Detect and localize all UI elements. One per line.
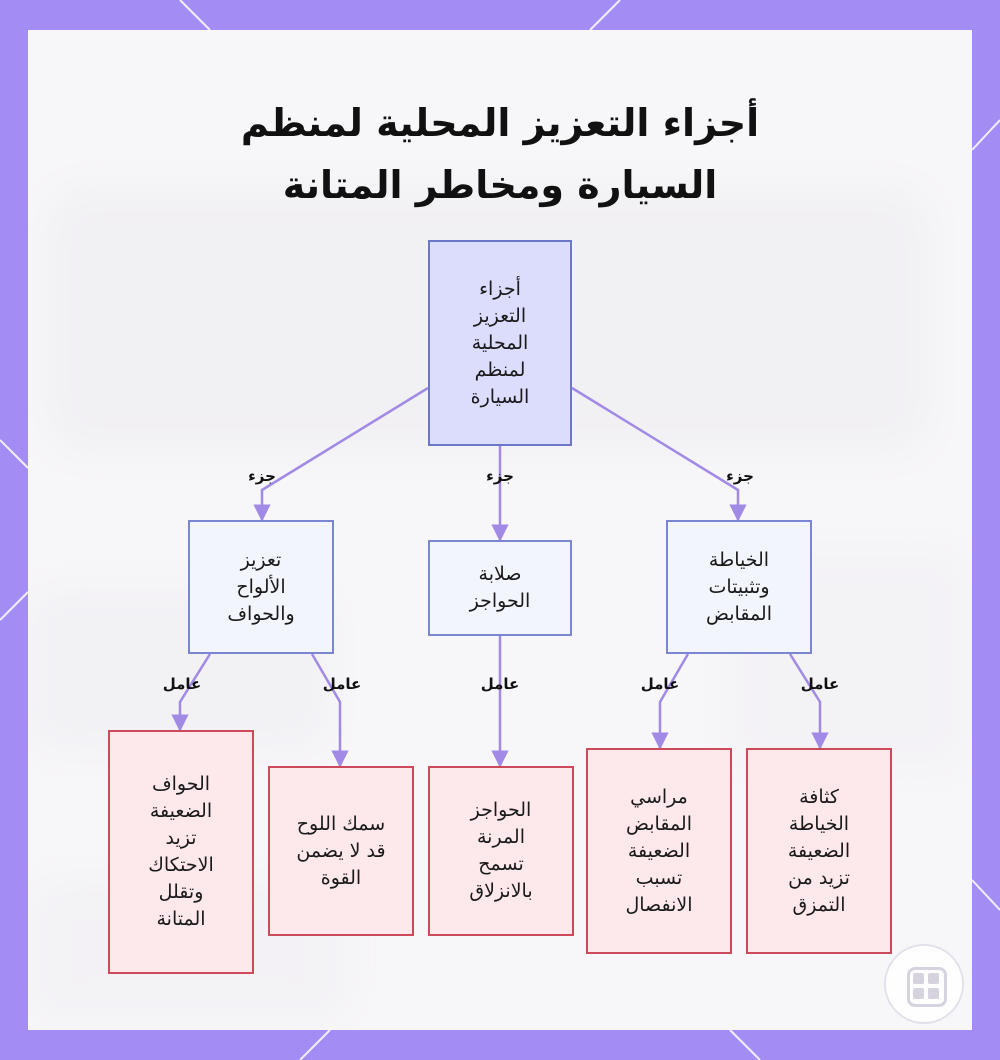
edge-label-part: جزء (486, 467, 514, 485)
grid-icon-cell (928, 973, 939, 984)
node-flexible-dividers-label: الحواجز المرنة تسمح بالانزلاق (469, 799, 533, 902)
edge-label-factor: عامل (162, 675, 202, 693)
edge-label-factor: عامل (800, 675, 840, 693)
grid-icon-cell (913, 988, 924, 999)
node-panels-label: تعزيز الألواح والحواف (227, 548, 295, 625)
edge-root-panels (253, 386, 429, 522)
title-line-1: أجزاء التعزيز المحلية لمنظم (240, 101, 760, 145)
title-line-2: السيارة ومخاطر المتانة (282, 163, 718, 207)
edge-stitching-density (788, 653, 829, 750)
node-dividers-label: صلابة الحواجز (469, 563, 531, 612)
edge-label-factor: عامل (480, 675, 520, 693)
node-panel-thickness: سمك اللوح قد لا يضمن القوة (268, 766, 414, 936)
edge-stitching-anchors (651, 653, 690, 750)
node-weak-edges: الحواف الضعيفة تزيد الاحتكاك وتقلل المتا… (108, 730, 254, 974)
node-dividers: صلابة الحواجز (428, 540, 572, 636)
edge-root-stitching (571, 386, 747, 522)
edge-label-factor: عامل (640, 675, 680, 693)
grid-app-icon[interactable] (884, 944, 964, 1024)
node-panels: تعزيز الألواح والحواف (188, 520, 334, 654)
node-root-label: أجزاء التعزيز المحلية لمنظم السيارة (470, 277, 530, 408)
diagram-title: أجزاء التعزيز المحلية لمنظم السيارة ومخا… (28, 92, 972, 216)
node-stitch-density-label: كثافة الخياطة الضعيفة تزيد من التمزق (787, 785, 851, 916)
edge-panels-weakedges (171, 653, 212, 732)
node-stitch-density: كثافة الخياطة الضعيفة تزيد من التمزق (746, 748, 892, 954)
grid-icon-frame (907, 967, 947, 1007)
node-weak-edges-label: الحواف الضعيفة تزيد الاحتكاك وتقلل المتا… (148, 773, 214, 930)
node-panel-thickness-label: سمك اللوح قد لا يضمن القوة (296, 812, 386, 889)
edge-label-part: جزء (726, 467, 754, 485)
grid-icon-cell (913, 973, 924, 984)
grid-icon-cell (928, 988, 939, 999)
node-root: أجزاء التعزيز المحلية لمنظم السيارة (428, 240, 572, 446)
node-handle-anchors-label: مراسي المقابض الضعيفة تسبب الانفصال (625, 785, 693, 916)
edge-label-part: جزء (248, 467, 276, 485)
node-stitching-label: الخياطة وتثبيتات المقابض (705, 548, 773, 625)
edge-label-factor: عامل (322, 675, 362, 693)
node-flexible-dividers: الحواجز المرنة تسمح بالانزلاق (428, 766, 574, 936)
node-handle-anchors: مراسي المقابض الضعيفة تسبب الانفصال (586, 748, 732, 954)
edge-panels-thickness (310, 653, 349, 768)
node-stitching: الخياطة وتثبيتات المقابض (666, 520, 812, 654)
